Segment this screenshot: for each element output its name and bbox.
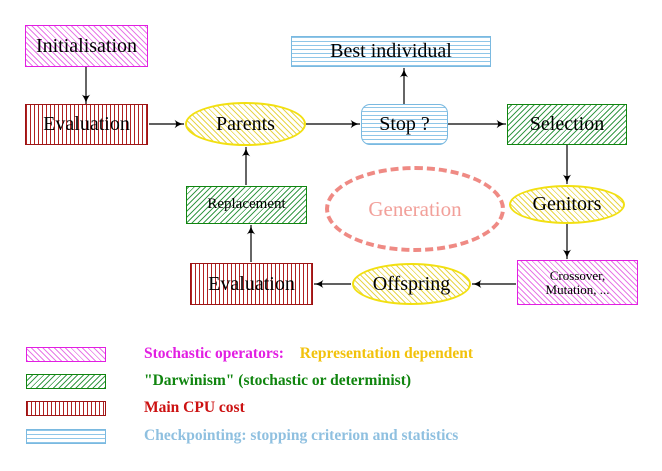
node-evaluation-top-label: Evaluation xyxy=(43,113,130,135)
legend-label-stochastic-operators: Stochastic operators: Representation dep… xyxy=(144,345,473,363)
node-mutation-label: Mutation, ... xyxy=(545,281,610,297)
legend-item-darwinism: "Darwinism" (stochastic or determinist) xyxy=(26,372,411,390)
node-selection-label: Selection xyxy=(529,113,605,135)
generation-annotation: Generation xyxy=(325,166,505,252)
legend-item-stochastic-operators: Stochastic operators: Representation dep… xyxy=(26,345,473,363)
node-genitors-label: Genitors xyxy=(532,193,602,215)
node-parents-label: Parents xyxy=(216,112,275,135)
legend-text-primary: Stochastic operators: xyxy=(144,345,284,362)
node-replacement[interactable]: Replacement xyxy=(186,186,307,224)
node-initialisation[interactable]: Initialisation xyxy=(25,25,148,67)
node-crossover-label: Crossover, xyxy=(549,267,606,283)
node-best-individual-label: Best individual xyxy=(330,40,452,62)
node-genitors[interactable]: Genitors xyxy=(509,185,625,224)
legend-swatch-diagonal-green xyxy=(26,373,106,389)
legend-item-main-cpu-cost: Main CPU cost xyxy=(26,399,245,417)
legend-label-main-cpu-cost: Main CPU cost xyxy=(144,399,245,416)
legend-label-checkpointing: Checkpointing: stopping criterion and st… xyxy=(144,427,459,444)
node-best-individual[interactable]: Best individual xyxy=(291,36,491,67)
legend-text-secondary: Representation dependent xyxy=(299,345,474,362)
legend-item-checkpointing: Checkpointing: stopping criterion and st… xyxy=(26,427,458,445)
node-stop[interactable]: Stop ? xyxy=(361,104,448,145)
generation-label: Generation xyxy=(368,196,462,221)
node-replacement-label: Replacement xyxy=(207,196,286,213)
legend-label-darwinism: "Darwinism" (stochastic or determinist) xyxy=(144,372,412,389)
legend-swatch-diagonal-magenta xyxy=(26,346,106,362)
node-selection[interactable]: Selection xyxy=(507,104,627,145)
node-evaluation-bottom-label: Evaluation xyxy=(208,272,295,295)
node-evaluation-bottom[interactable]: Evaluation xyxy=(190,263,313,305)
legend-swatch-horizontal-blue xyxy=(26,428,106,444)
node-offspring-label: Offspring xyxy=(372,272,451,295)
node-evaluation-top[interactable]: Evaluation xyxy=(25,104,148,145)
node-offspring[interactable]: Offspring xyxy=(352,263,471,305)
node-initialisation-label: Initialisation xyxy=(35,34,138,57)
node-stop-label: Stop ? xyxy=(379,113,430,135)
legend-swatch-vertical-red xyxy=(26,400,106,416)
node-crossover-mutation[interactable]: Crossover, Mutation, ... xyxy=(517,260,638,305)
node-parents[interactable]: Parents xyxy=(185,102,306,146)
